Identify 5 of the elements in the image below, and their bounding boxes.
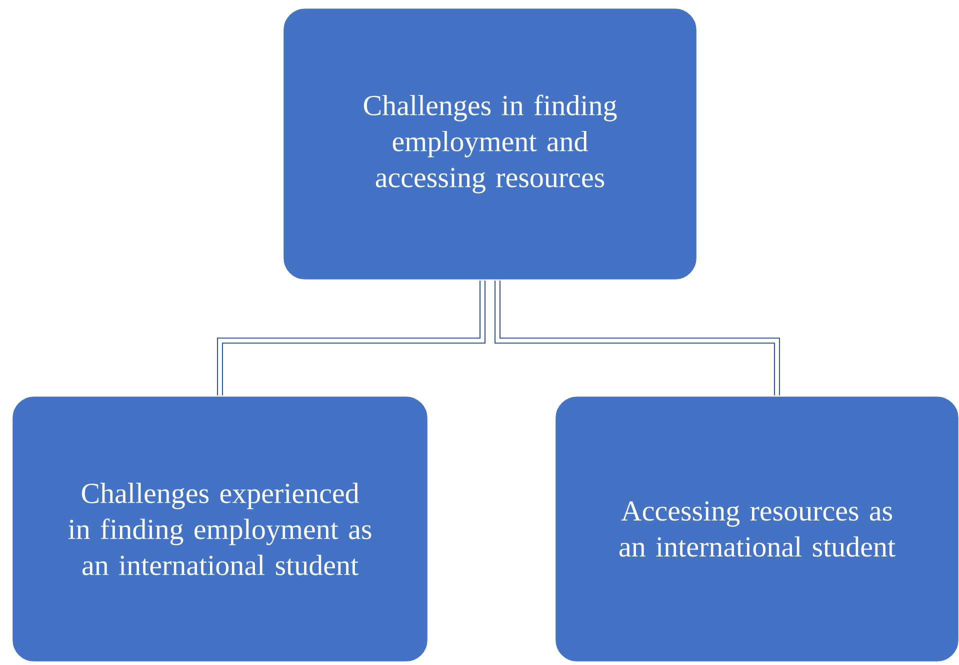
connector-line [494, 280, 780, 396]
process-box: Challenges in finding employment and accessing resources [282, 7, 698, 281]
process-box: Challenges experienced in finding employment as an international student [11, 395, 429, 663]
connector-line [217, 280, 486, 396]
process-box: Accessing resources as an international student [554, 395, 959, 663]
